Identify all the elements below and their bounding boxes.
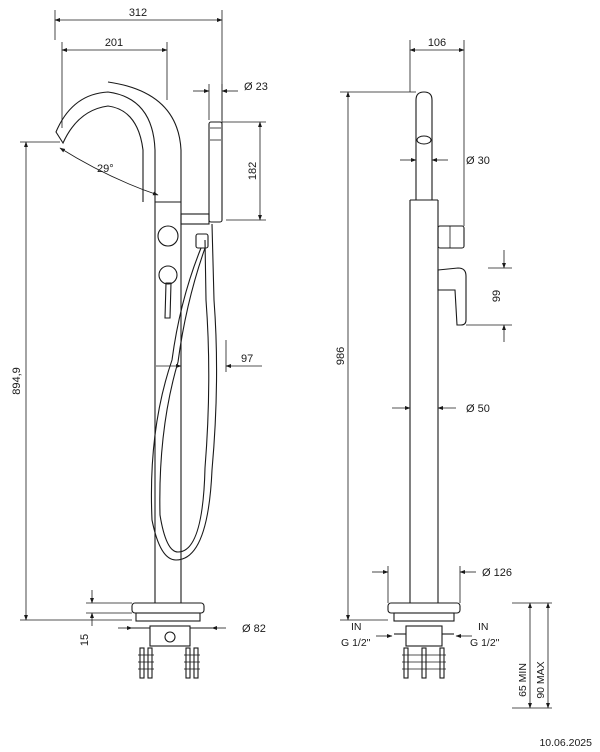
handshower-length-label: 182 bbox=[247, 162, 259, 180]
flange-dia-label: Ø 126 bbox=[482, 567, 512, 579]
dim-handshower-length: 182 bbox=[222, 121, 266, 221]
rough-max-label: 90 MAX bbox=[535, 661, 547, 698]
dim-base-thickness: 15 bbox=[79, 590, 132, 646]
front-base bbox=[128, 602, 212, 679]
dim-overall-height: 986 bbox=[335, 91, 416, 621]
dim-spout-reach: 201 bbox=[61, 37, 168, 128]
hose-offset-label: 97 bbox=[241, 353, 253, 365]
front-column bbox=[55, 81, 182, 603]
side-view: 106 Ø 30 99 Ø 50 986 bbox=[335, 37, 552, 709]
spout-reach-label: 201 bbox=[105, 37, 123, 49]
spout-height-label: 894,9 bbox=[11, 367, 23, 395]
overall-reach-label: 312 bbox=[129, 7, 147, 19]
dim-hose-offset: 97 bbox=[156, 340, 262, 372]
dim-rough-in: 65 MIN 90 MAX bbox=[512, 602, 552, 709]
side-column bbox=[409, 91, 439, 603]
inlet-right: IN G 1/2" bbox=[455, 621, 500, 649]
handshower-dia-label: Ø 23 bbox=[244, 81, 268, 93]
side-width-label: 106 bbox=[428, 37, 446, 49]
front-hose bbox=[150, 223, 218, 561]
inlet-left-thread: G 1/2" bbox=[341, 637, 371, 649]
lever-height-label: 99 bbox=[491, 290, 503, 302]
side-base bbox=[387, 602, 461, 679]
front-controls bbox=[157, 225, 179, 319]
dim-overall-reach: 312 bbox=[54, 7, 223, 125]
dim-flange-dia: Ø 126 bbox=[372, 566, 512, 603]
dim-side-width: 106 bbox=[409, 37, 465, 226]
overall-height-label: 986 bbox=[335, 347, 347, 365]
dim-spout-height: 894,9 bbox=[11, 141, 132, 621]
inlet-right-label: IN bbox=[478, 621, 489, 633]
rough-min-label: 65 MIN bbox=[517, 663, 529, 697]
dim-base-dia: Ø 82 bbox=[118, 623, 266, 635]
dim-spout-angle: 29° bbox=[59, 147, 159, 196]
dim-spout-dia: Ø 30 bbox=[400, 155, 490, 167]
front-view: 312 201 Ø 23 182 29° bbox=[11, 7, 268, 679]
inlet-left: IN G 1/2" bbox=[341, 621, 393, 649]
base-thickness-label: 15 bbox=[79, 634, 91, 646]
base-dia-label: Ø 82 bbox=[242, 623, 266, 635]
column-dia-label: Ø 50 bbox=[466, 403, 490, 415]
side-controls bbox=[437, 225, 467, 326]
spout-dia-label: Ø 30 bbox=[466, 155, 490, 167]
front-handshower bbox=[180, 121, 223, 249]
dim-handshower-dia: Ø 23 bbox=[193, 81, 268, 120]
inlet-right-thread: G 1/2" bbox=[470, 637, 500, 649]
drawing-date: 10.06.2025 bbox=[539, 737, 592, 749]
spout-angle-label: 29° bbox=[97, 163, 114, 175]
inlet-left-label: IN bbox=[351, 621, 362, 633]
dim-column-dia: Ø 50 bbox=[392, 403, 490, 415]
dim-lever-height: 99 bbox=[466, 250, 512, 342]
